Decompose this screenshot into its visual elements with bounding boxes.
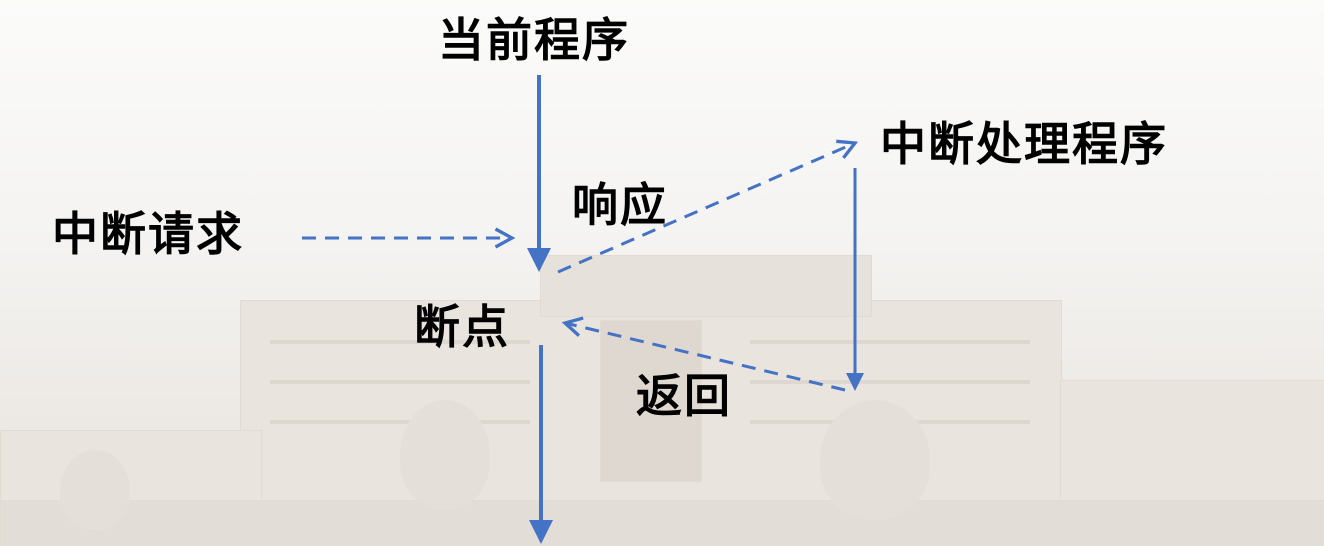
label-interrupt-request: 中断请求 (52, 207, 244, 261)
label-return: 返回 (636, 369, 732, 423)
arrow-response (557, 143, 855, 274)
label-interrupt-handler: 中断处理程序 (880, 117, 1168, 171)
arrow-return (565, 323, 846, 392)
label-current-program: 当前程序 (438, 13, 630, 67)
label-response: 响应 (572, 178, 668, 232)
label-breakpoint: 断点 (414, 300, 510, 354)
